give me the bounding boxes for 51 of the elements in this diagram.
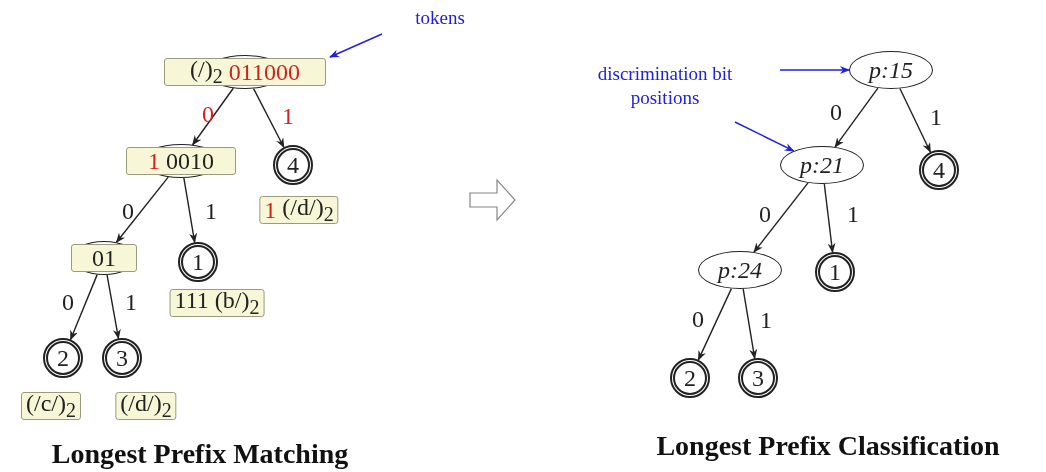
edge-label: 1 [125, 290, 137, 314]
arrow [183, 177, 198, 244]
arrow [834, 87, 879, 148]
arrow [697, 287, 733, 361]
token-text: 1 [148, 148, 160, 174]
arrow [742, 288, 758, 360]
arrow [252, 87, 285, 149]
edge-label: 1 [760, 308, 772, 332]
token-text: 011000 [228, 59, 300, 85]
edge-label: 1 [847, 202, 859, 226]
arrow [69, 273, 98, 341]
token-text: (/c/)$_{2}$ [26, 389, 76, 423]
arrow [779, 66, 850, 74]
token-text: 0010 [166, 148, 214, 174]
token-text: (/d/)$_{2}$ [120, 389, 172, 423]
leaf-node-circle: 1 [178, 242, 218, 282]
leaf-node-circle: 1 [815, 252, 855, 292]
arrow [329, 33, 383, 58]
arrow [734, 121, 795, 152]
annotation-text: tokens [415, 6, 465, 30]
edge-label: 0 [202, 102, 214, 126]
arrow [192, 87, 234, 146]
arrow [753, 182, 809, 253]
edge-label: 0 [759, 202, 771, 226]
token-text: (/)$_{2}$ [190, 55, 223, 89]
leaf-node-circle: 3 [738, 358, 778, 398]
tree-node-ellipse: p:21 [780, 146, 864, 184]
tree-label: Longest Prefix Matching [51, 438, 349, 470]
token-text: (/d/)$_{2}$ [282, 193, 334, 227]
token-text: 01 [92, 245, 116, 271]
token-text: 111 (b/)$_{2}$ [174, 286, 260, 320]
edge-label: 0 [830, 100, 842, 124]
token-text: 1 [264, 197, 277, 223]
tree-node-ellipse: p:24 [698, 251, 782, 289]
edge-label: 0 [692, 307, 704, 331]
arrow [823, 183, 836, 254]
edge-label: 0 [62, 290, 74, 314]
arrow [106, 274, 121, 340]
edge-label: 1 [205, 199, 217, 223]
leaf-node-circle: 4 [273, 145, 313, 185]
leaf-node-circle: 3 [102, 338, 142, 378]
leaf-node-circle: 2 [670, 358, 710, 398]
tree-label: Longest Prefix Classification [656, 430, 1000, 462]
leaf-node-circle: 4 [919, 150, 959, 190]
edge-label: 1 [282, 104, 294, 128]
edge-label: 1 [930, 105, 942, 129]
annotation-text: discrimination bit positions [596, 62, 734, 110]
arrow [899, 87, 932, 153]
tree-node-ellipse: p:15 [849, 51, 933, 89]
edge-label: 0 [122, 199, 134, 223]
leaf-node-circle: 2 [43, 338, 83, 378]
